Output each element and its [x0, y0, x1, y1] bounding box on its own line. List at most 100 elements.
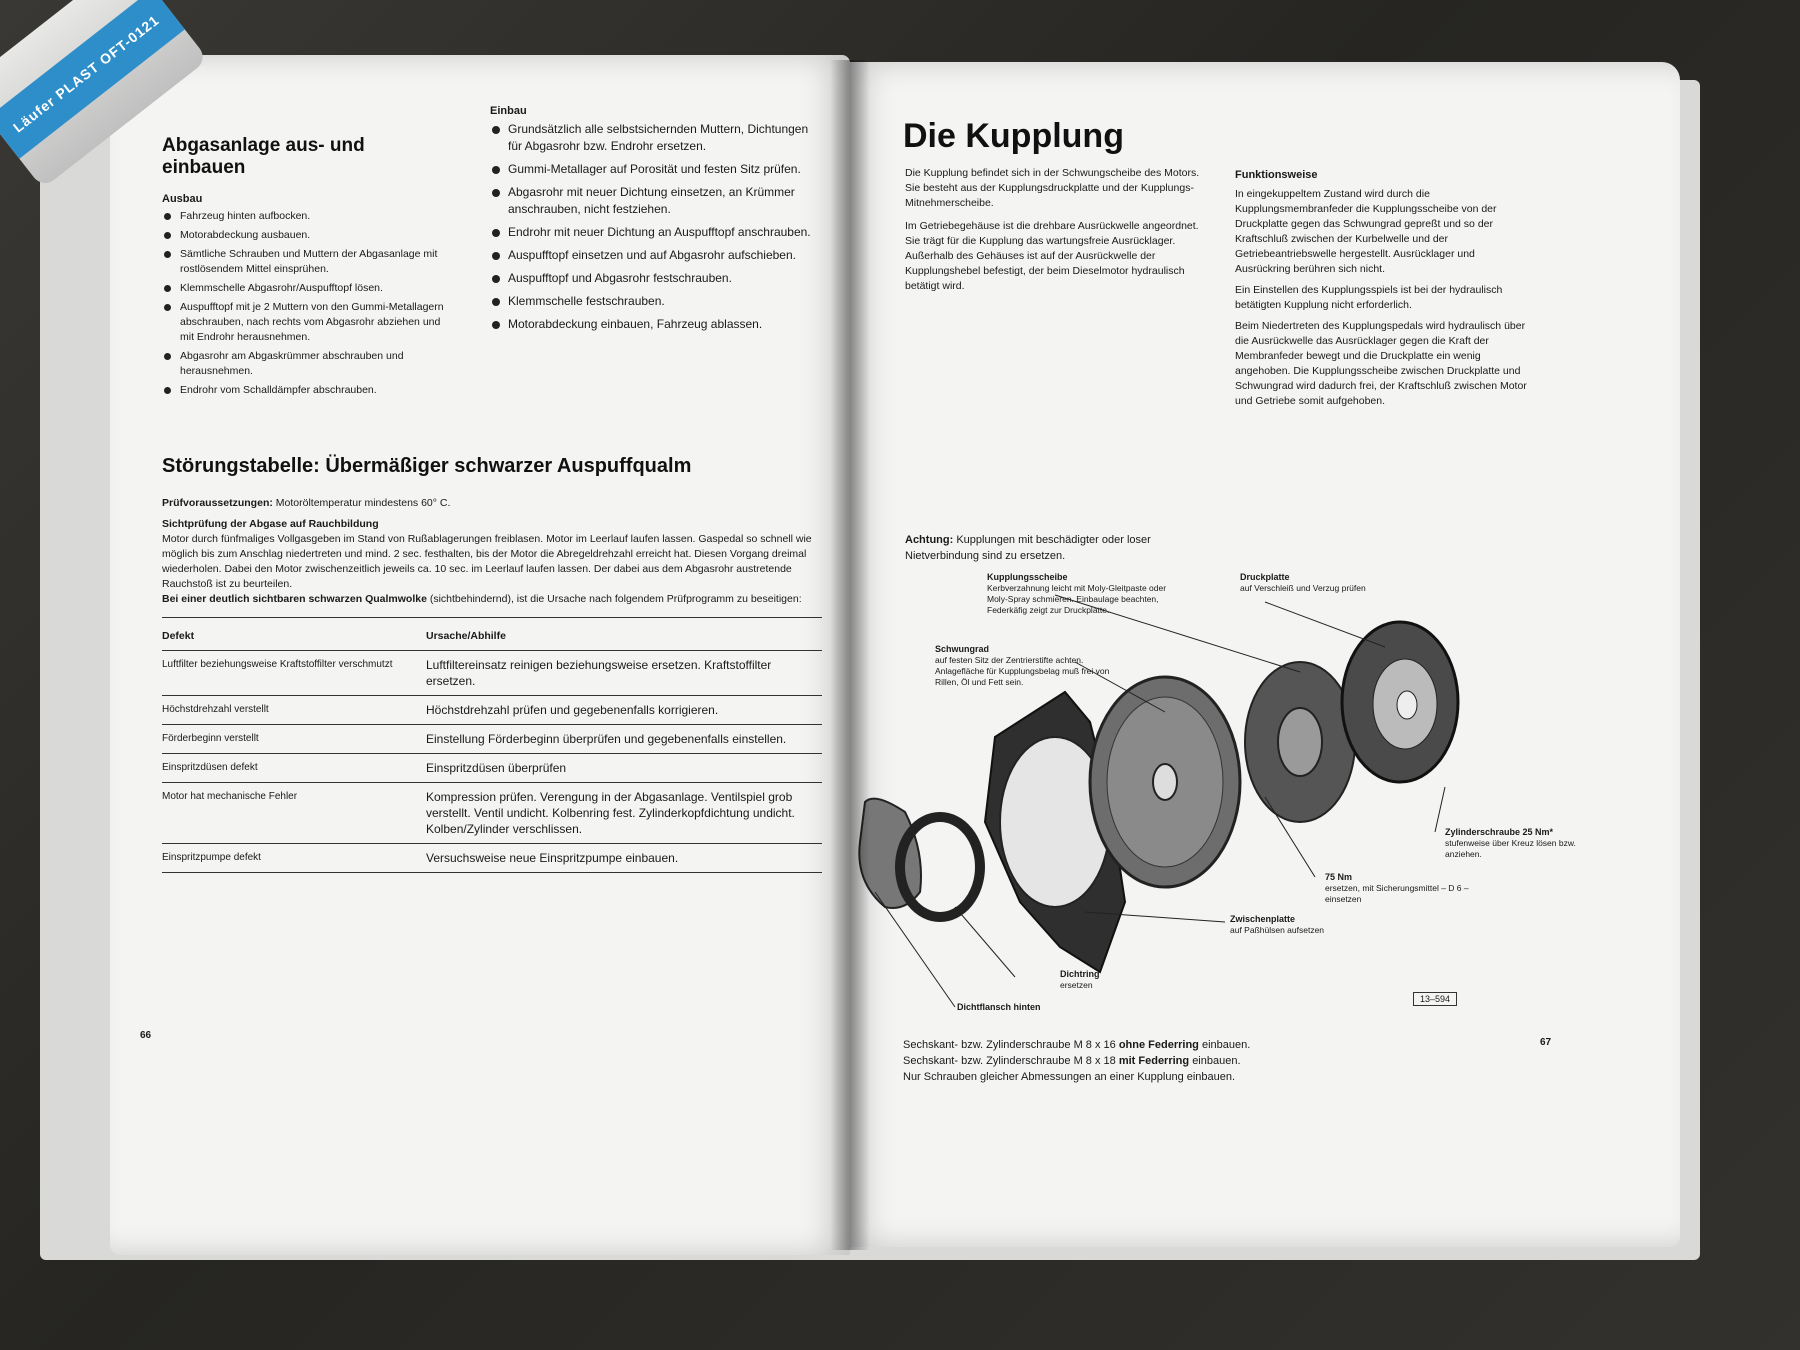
table-row: Höchstdrehzahl verstellt Höchstdrehzahl … [162, 695, 822, 725]
column-header-ursache: Ursache/Abhilfe [426, 617, 822, 651]
achtung-text: Kupplungen mit beschädigter oder loser N… [905, 534, 1151, 562]
clutch-diagram-illustration [858, 594, 1460, 1008]
footnotes: Sechskant- bzw. Zylinderschraube M 8 x 1… [903, 1037, 1403, 1085]
cell-abhilfe: Einspritzdüsen überprüfen [426, 753, 822, 783]
callout-zwischenplatte: Zwischenplatte auf Paßhülsen aufsetzen [1230, 914, 1380, 936]
footnote-1-b: ohne Federring [1118, 1039, 1199, 1051]
pruefvoraussetzungen: Prüfvoraussetzungen: Motoröltemperatur m… [162, 496, 822, 511]
leader-line [1264, 796, 1316, 878]
list-item: Auspufftopf und Abgasrohr festschrauben. [490, 270, 820, 287]
page-number-left: 66 [140, 1030, 152, 1041]
leader-line [1084, 911, 1226, 923]
table-row: Förderbeginn verstellt Einstellung Förde… [162, 724, 822, 754]
eraser-brand: Läufer PLAST [10, 58, 103, 136]
qualm-label: Bei einer deutlich sichtbaren schwarzen … [162, 593, 427, 605]
ausbau-heading: Ausbau [162, 193, 203, 205]
callout-title: Schwungrad [935, 644, 990, 654]
callout-text: stufenweise über Kreuz lösen bzw. anzieh… [1445, 838, 1576, 859]
list-item: Motorabdeckung einbauen, Fahrzeug ablass… [490, 316, 820, 333]
callout-text: ersetzen [1060, 980, 1093, 990]
callout-schwungrad: Schwungrad auf festen Sitz der Zentriers… [935, 644, 1115, 688]
pruef-label: Prüfvoraussetzungen: [162, 497, 273, 509]
footnote-2: Sechskant- bzw. Zylinderschraube M 8 x 1… [903, 1053, 1403, 1069]
funk-paragraph-2: Ein Einstellen des Kupplungsspiels ist b… [1235, 284, 1503, 311]
callout-text: auf festen Sitz der Zentrierstifte achte… [935, 655, 1110, 687]
footnote-2-c: einbauen. [1192, 1055, 1241, 1067]
leader-line [1434, 786, 1446, 833]
cell-abhilfe: Luftfiltereinsatz reinigen beziehungswei… [426, 650, 822, 696]
cell-defekt: Luftfilter beziehungsweise Kraftstoffilt… [162, 650, 426, 696]
callout-title: Kupplungsscheibe [987, 572, 1068, 582]
qualmwolke-paragraph: Bei einer deutlich sichtbaren schwarzen … [162, 592, 822, 607]
achtung-label: Achtung: [905, 534, 954, 546]
intro-text: Die Kupplung befindet sich in der Schwun… [905, 166, 1205, 302]
list-item: Endrohr mit neuer Dichtung an Auspufftop… [490, 224, 820, 241]
defekt-table: Defekt Ursache/Abhilfe Luftfilter bezieh… [162, 617, 822, 873]
column-header-defekt: Defekt [162, 617, 426, 651]
einbau-heading: Einbau [490, 105, 527, 117]
callout-zylinderschraube: Zylinderschraube 25 Nm* stufenweise über… [1445, 827, 1585, 860]
funktionsweise-column: Funktionsweise In eingekuppeltem Zustand… [1235, 168, 1530, 415]
druckplatte-center [1396, 690, 1418, 720]
table-row: Luftfilter beziehungsweise Kraftstoffilt… [162, 650, 822, 696]
page-number-right: 67 [1540, 1037, 1552, 1048]
cell-defekt: Förderbeginn verstellt [162, 724, 426, 754]
intro-paragraph-1: Die Kupplung befindet sich in der Schwun… [905, 167, 1200, 209]
list-item: Abgasrohr mit neuer Dichtung einsetzen, … [490, 184, 820, 218]
footnote-1-a: Sechskant- bzw. Zylinderschraube M 8 x 1… [903, 1039, 1116, 1051]
table-row: Motor hat mechanische Fehler Kompression… [162, 782, 822, 844]
page-title-kupplung: Die Kupplung [903, 117, 1124, 155]
figure-number: 13–594 [1413, 992, 1458, 1006]
pruef-text: Motoröltemperatur mindestens 60° C. [275, 497, 451, 509]
list-item: Gummi-Metallager auf Porosität und feste… [490, 161, 820, 178]
callout-title: Zylinderschraube 25 Nm* [1445, 827, 1554, 837]
callout-text: auf Paßhülsen aufsetzen [1230, 925, 1325, 935]
list-item: Sämtliche Schrauben und Muttern der Abga… [162, 247, 452, 277]
list-item: Motorabdeckung ausbauen. [162, 228, 452, 243]
list-item: Auspufftopf einsetzen und auf Abgasrohr … [490, 247, 820, 264]
leader-line [1264, 601, 1386, 648]
section-title-abgasanlage: Abgasanlage aus- und einbauen [162, 135, 365, 178]
callout-text: auf Verschleiß und Verzug prüfen [1240, 583, 1366, 593]
table-row: Einspritzdüsen defekt Einspritzdüsen übe… [162, 753, 822, 783]
sichtpruefung-heading: Sichtprüfung der Abgase auf Rauchbildung [162, 518, 379, 530]
cell-abhilfe: Einstellung Förderbeginn überprüfen und … [426, 724, 822, 754]
footnote-2-b: mit Federring [1118, 1055, 1190, 1067]
cell-defekt: Höchstdrehzahl verstellt [162, 695, 426, 725]
einbau-column: Einbau Grundsätzlich alle selbstsichernd… [490, 105, 820, 339]
kupplungsscheibe-hub [1277, 707, 1323, 777]
list-item: Klemmschelle Abgasrohr/Auspufftopf lösen… [162, 281, 452, 296]
funktionsweise-heading: Funktionsweise [1235, 169, 1318, 181]
callout-kupplungsscheibe: Kupplungsscheibe Kerbverzahnung leicht m… [987, 572, 1177, 616]
list-item: Klemmschelle festschrauben. [490, 293, 820, 310]
einbau-list: Grundsätzlich alle selbstsichernden Mutt… [490, 121, 820, 333]
list-item: Abgasrohr am Abgaskrümmer abschrauben un… [162, 349, 452, 379]
book-gutter-shadow [830, 60, 870, 1250]
callout-title: 75 Nm [1325, 872, 1353, 882]
callout-title: Dichtring [1060, 969, 1100, 979]
qualm-text: (sichtbehindernd), ist die Ursache nach … [429, 593, 802, 605]
callout-title: Zwischenplatte [1230, 914, 1296, 924]
leader-line [954, 906, 1016, 978]
table-header-row: Defekt Ursache/Abhilfe [162, 617, 822, 651]
callout-text: ersetzen, mit Sicherungsmittel – D 6 – e… [1325, 883, 1469, 904]
stoerungstabelle-section: Störungstabelle: Übermäßiger schwarzer A… [162, 455, 822, 873]
list-item: Fahrzeug hinten aufbocken. [162, 209, 452, 224]
section-title-stoerungstabelle: Störungstabelle: Übermäßiger schwarzer A… [162, 455, 692, 477]
callout-75nm: 75 Nm ersetzen, mit Sicherungsmittel – D… [1325, 872, 1475, 905]
right-page: Die Kupplung Die Kupplung befindet sich … [845, 62, 1680, 1247]
funk-paragraph-1: In eingekuppeltem Zustand wird durch die… [1235, 188, 1497, 275]
dichtring-part [895, 812, 985, 922]
leader-line [1074, 661, 1166, 713]
leader-line [1054, 594, 1301, 673]
clutch-exploded-diagram: Kupplungsscheibe Kerbverzahnung leicht m… [845, 562, 1680, 1022]
ausbau-list: Fahrzeug hinten aufbocken. Motorabdeckun… [162, 209, 452, 398]
footnote-1: Sechskant- bzw. Zylinderschraube M 8 x 1… [903, 1037, 1403, 1053]
cell-abhilfe: Höchstdrehzahl prüfen und gegebenenfalls… [426, 695, 822, 725]
intro-paragraph-2: Im Getriebegehäuse ist die drehbare Ausr… [905, 220, 1199, 292]
callout-title: Dichtflansch hinten [957, 1002, 1041, 1012]
callout-druckplatte: Druckplatte auf Verschleiß und Verzug pr… [1240, 572, 1370, 594]
cell-defekt: Einspritzpumpe defekt [162, 843, 426, 873]
footnote-3: Nur Schrauben gleicher Abmessungen an ei… [903, 1071, 1236, 1083]
ausbau-column: Abgasanlage aus- und einbauen Ausbau Fah… [162, 135, 452, 402]
